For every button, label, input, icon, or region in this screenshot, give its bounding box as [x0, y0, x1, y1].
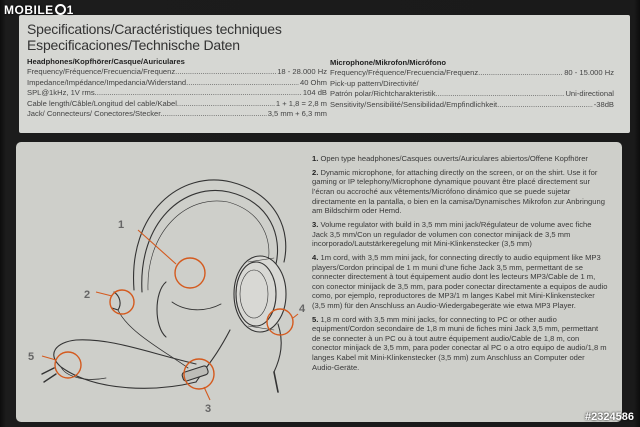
list-item-number: 2. — [312, 167, 319, 177]
list-item: 4. 1m cord, with 3,5 mm mini jack, for c… — [312, 253, 608, 311]
callout-leader-5 — [41, 355, 57, 361]
callout-number-1: 1 — [118, 219, 124, 231]
headphones-spec-list: Headphones/Kopfhörer/Casque/Auriculares … — [27, 57, 327, 120]
spec-row: Impedance/Impédance/Impedancia/Widerstan… — [27, 77, 327, 89]
callout-circle-4 — [266, 308, 294, 336]
callout-circle-3 — [183, 358, 215, 390]
spec-label: Pick-up pattern/Directivité/ — [330, 78, 419, 88]
watermark-id: #2324586 — [585, 411, 634, 423]
spec-row: SPL@1kHz, 1V rms........................… — [27, 88, 327, 99]
mic-boom — [171, 301, 222, 311]
spec-title: Specifications/Caractéristiques techniqu… — [27, 21, 282, 37]
callout-circle-1 — [174, 257, 206, 289]
spec-label: Cable length/Câble/Longitud del cable/Ka… — [27, 98, 308, 108]
headphones-heading: Headphones/Kopfhörer/Casque/Auriculares — [27, 57, 185, 66]
spec-row: Cable length/Câble/Longitud del cable/Ka… — [27, 98, 327, 110]
callout-circle-5 — [54, 351, 82, 379]
spec-row: Sensitivity/Sensibilité/Sensibilidad/Emp… — [330, 99, 614, 111]
callout-circle-2 — [109, 289, 135, 315]
spec-row: Frequency/Fréquence/Frecuencia/Frequenz.… — [330, 68, 614, 79]
list-item: 5. 1,8 m cord with 3,5 mm mini jacks, fo… — [312, 315, 608, 373]
callout-number-4: 4 — [299, 303, 306, 315]
spec-row: Pick-up pattern/Directivité/ — [330, 79, 614, 89]
volume-regulator — [181, 365, 209, 382]
list-item-text: Dynamic microphone, for attaching direct… — [312, 167, 605, 216]
spec-value: 18 - 28.000 Hz — [276, 67, 327, 78]
spec-label: Frequency/Fréquence/Frecuencia/Frequenz.… — [330, 68, 614, 78]
right-earcup — [233, 255, 287, 333]
left-earcup — [156, 281, 167, 338]
specifications-card: Specifications/Caractéristiques techniqu… — [19, 15, 630, 133]
spec-value: 1 + 1,8 = 2,8 m — [274, 98, 327, 110]
spec-value: -38dB — [592, 99, 614, 111]
list-item-text: Volume regulator with build in 3,5 mm mi… — [312, 219, 592, 249]
spec-label: Sensitivity/Sensibilité/Sensibilidad/Emp… — [330, 99, 614, 109]
headphone-illustration: 1 2 3 4 5 — [28, 179, 306, 415]
microphone-spec-list: Microphone/Mikrofon/Micrófono Frequency/… — [330, 58, 614, 111]
list-item: 3. Volume regulator with build in 3,5 mm… — [312, 220, 608, 249]
spec-value: 104 dB — [301, 88, 327, 99]
features-card: 1 2 3 4 5 1. Open type headphones/Casque… — [16, 142, 622, 422]
list-item-number: 1. — [312, 154, 319, 163]
microphone-heading: Microphone/Mikrofon/Micrófono — [330, 58, 447, 67]
spec-value: 40 Ohm — [298, 77, 327, 89]
cable-main — [195, 329, 231, 383]
list-item: 1. Open type headphones/Casques ouverts/… — [312, 154, 608, 164]
callout-number-2: 2 — [84, 289, 90, 301]
list-item-number: 5. — [312, 314, 319, 324]
spec-value: 3,5 mm + 6,3 mm — [266, 109, 327, 120]
feature-list: 1. Open type headphones/Casques ouverts/… — [312, 154, 608, 376]
spec-subtitle: Especificaciones/Technische Daten — [27, 37, 240, 53]
spec-label: Jack/ Connecteurs/ Conectores/Stecker...… — [27, 109, 309, 119]
spec-label: SPL@1kHz, 1V rms........................… — [27, 88, 327, 98]
callout-number-5: 5 — [28, 351, 34, 363]
callout-leader-4 — [292, 313, 299, 319]
list-item-text: Open type headphones/Casques ouverts/Aur… — [320, 154, 588, 163]
spec-value: 80 - 15.000 Hz — [563, 68, 614, 79]
spec-value: Uni-directional — [564, 89, 614, 100]
circle-icon — [54, 4, 66, 15]
spec-label: Impedance/Impédance/Impedancia/Widerstan… — [27, 77, 327, 87]
list-item: 2. Dynamic microphone, for attaching dir… — [312, 168, 608, 216]
callout-leader-3 — [203, 386, 211, 401]
watermark-logo: MOBILE 1 — [4, 3, 74, 17]
spec-row: Frequency/Fréquence/Frecuencia/Frequenz.… — [27, 67, 327, 78]
list-item-number: 4. — [312, 252, 319, 262]
spec-label: Frequency/Fréquence/Frecuencia/Frequenz.… — [27, 67, 325, 77]
watermark-suffix: 1 — [66, 3, 74, 17]
list-item-text: 1m cord, with 3,5 mm mini jack, for conn… — [312, 252, 608, 310]
spec-row: Patrón polar/Richtcharakteristik........… — [330, 89, 614, 100]
list-item-number: 3. — [312, 219, 319, 229]
list-item-text: 1,8 m cord with 3,5 mm mini jacks, for c… — [312, 314, 607, 372]
headband — [133, 179, 287, 291]
callout-number-3: 3 — [205, 403, 211, 415]
callout-leader-2 — [95, 291, 113, 297]
spec-row: Jack/ Connecteurs/ Conectores/Stecker...… — [27, 109, 327, 120]
spec-label: Patrón polar/Richtcharakteristik........… — [330, 89, 614, 99]
jack-plugs — [41, 367, 57, 383]
watermark-text: MOBILE — [4, 3, 54, 17]
callout-leader-1 — [137, 229, 177, 265]
